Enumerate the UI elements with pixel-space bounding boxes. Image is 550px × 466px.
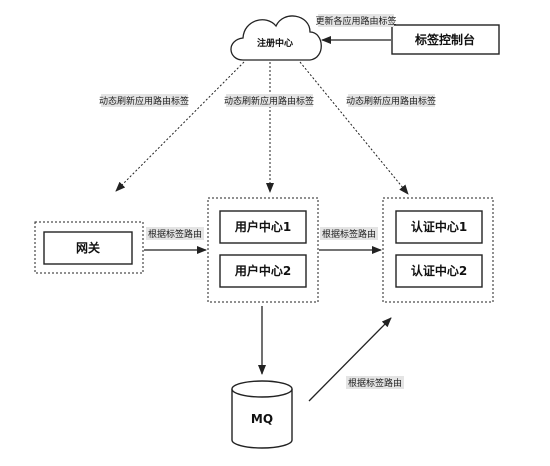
edge-refresh-user-label: 动态刷新应用路由标签 xyxy=(224,95,314,107)
user-center-group: 用户中心1 用户中心2 xyxy=(207,197,319,303)
edge-route-mq-auth-label: 根据标签路由 xyxy=(348,377,402,389)
edge-route-user-auth-label: 根据标签路由 xyxy=(322,228,376,240)
registry-node: 注册中心 xyxy=(230,15,322,61)
edge-route-gateway-user-label-bg xyxy=(146,227,204,240)
gateway-label: 网关 xyxy=(76,240,100,255)
edge-update-tags-label: 更新各应用路由标签 xyxy=(315,15,396,27)
mq-label: MQ xyxy=(251,412,273,426)
user-center-2-box xyxy=(219,254,307,288)
edge-refresh-gateway-label: 动态刷新应用路由标签 xyxy=(99,95,189,107)
mq-node: MQ xyxy=(231,380,293,449)
database-icon-top xyxy=(231,380,293,398)
edge-route-user-auth-label-bg xyxy=(320,227,378,240)
gateway-group-border xyxy=(34,221,144,274)
user-center-1-box xyxy=(219,210,307,244)
user-center-2-label: 用户中心2 xyxy=(234,263,291,278)
edge-update-tags-label-bg xyxy=(318,14,394,27)
gateway-group: 网关 xyxy=(34,221,144,274)
auth-center-group: 认证中心1 认证中心2 xyxy=(382,197,494,303)
edge-route-mq-auth-label-bg xyxy=(346,376,404,389)
user-center-group-border xyxy=(207,197,319,303)
gateway-box xyxy=(43,231,133,265)
tag-console-node: 标签控制台 xyxy=(391,24,500,55)
registry-label: 注册中心 xyxy=(257,37,293,49)
auth-center-1-label: 认证中心1 xyxy=(411,219,467,234)
tag-console-label: 标签控制台 xyxy=(414,32,475,47)
edge-route-mq-auth xyxy=(308,317,392,402)
edge-refresh-user-label-bg xyxy=(226,94,313,107)
edge-route-gateway-user-label: 根据标签路由 xyxy=(148,228,202,240)
edge-refresh-gateway xyxy=(115,61,245,192)
auth-center-2-label: 认证中心2 xyxy=(411,263,467,278)
cloud-icon xyxy=(230,15,322,61)
edge-refresh-auth-label: 动态刷新应用路由标签 xyxy=(346,95,436,107)
edge-refresh-auth xyxy=(299,61,409,195)
edge-refresh-auth-label-bg xyxy=(348,94,435,107)
auth-center-2-box xyxy=(395,254,483,288)
edge-refresh-gateway-label-bg xyxy=(101,94,188,107)
database-icon xyxy=(231,389,293,449)
auth-center-group-border xyxy=(382,197,494,303)
user-center-1-label: 用户中心1 xyxy=(234,219,291,234)
auth-center-1-box xyxy=(395,210,483,244)
tag-console-box xyxy=(391,24,500,55)
